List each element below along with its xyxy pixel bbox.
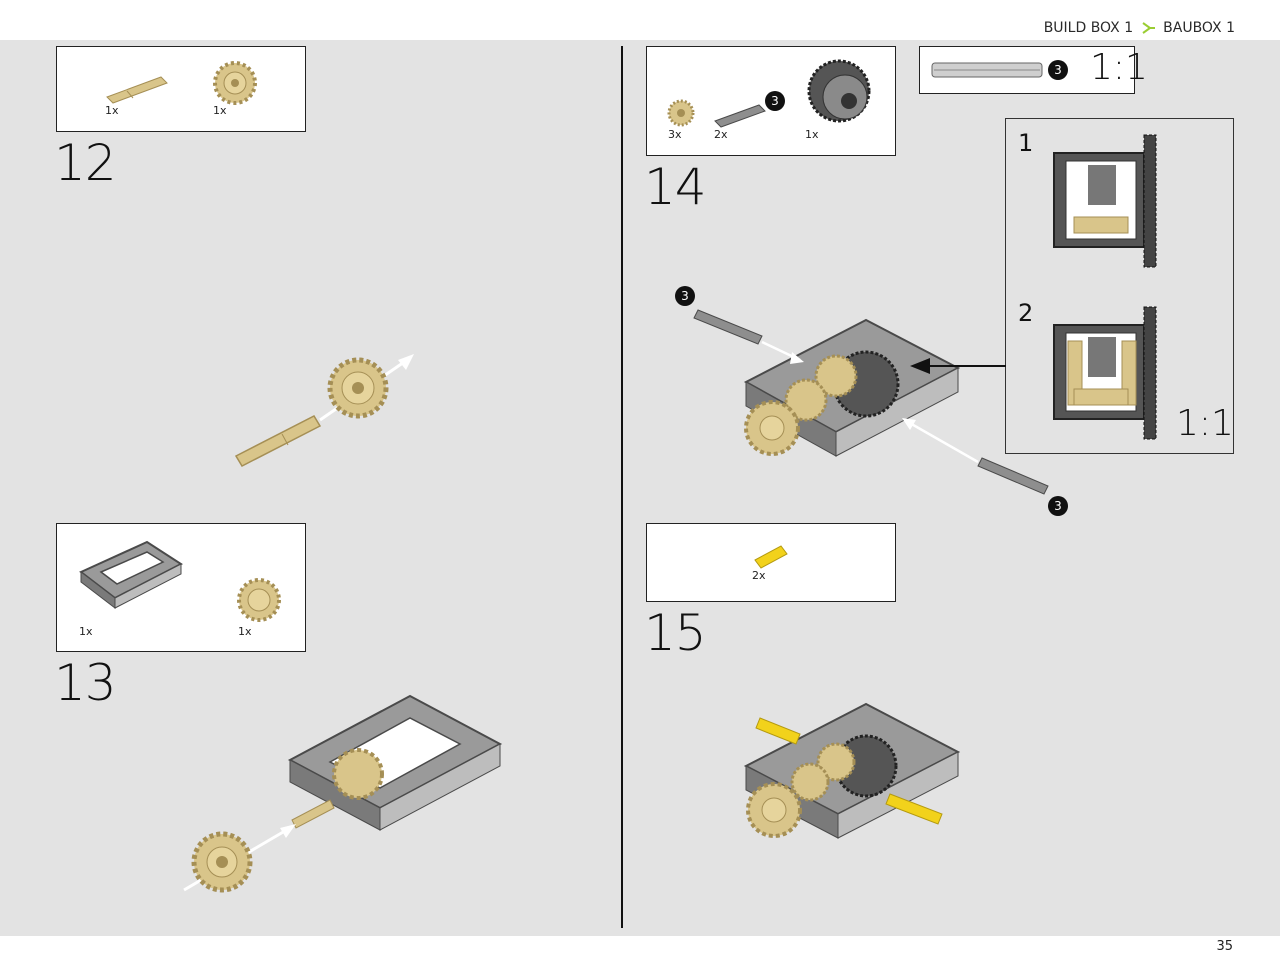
page-divider	[621, 46, 623, 928]
breadcrumb: BUILD BOX 1 BAUBOX 1	[1044, 20, 1235, 36]
footer-bar	[0, 936, 1280, 974]
step-number-14: 14	[644, 158, 707, 216]
differential-cutaway-1	[1053, 134, 1157, 268]
axle-length-badge: 3	[1048, 496, 1068, 516]
breadcrumb-baubox: BAUBOX 1	[1163, 20, 1235, 36]
parts-list-step-14: 3 3x 2x 1x	[646, 46, 896, 156]
bevel-gear-icon	[667, 99, 695, 127]
connector-yellow-icon	[754, 545, 788, 569]
length-reference-box: 3 1:1	[919, 46, 1148, 94]
breadcrumb-build-box: BUILD BOX 1	[1043, 20, 1134, 36]
part-qty: 3x	[668, 128, 682, 141]
gear-tan-icon	[237, 578, 281, 622]
detail-callout: 1 2 1:1	[1005, 118, 1234, 454]
axle-tan-icon	[106, 76, 168, 104]
axle-gray-icon	[931, 62, 1043, 78]
parts-list-step-12: 1x 1x	[56, 46, 306, 132]
step-13-illustration	[183, 694, 503, 893]
step-number-13: 13	[54, 654, 117, 712]
step-14-illustration	[693, 309, 1049, 495]
scale-label: 1:1	[1176, 403, 1234, 444]
parts-list-step-13: 1x 1x	[56, 523, 306, 652]
step-number-15: 15	[644, 604, 707, 662]
part-qty: 1x	[805, 128, 819, 141]
axle-length-badge: 3	[765, 91, 785, 111]
step-number-12: 12	[54, 134, 117, 192]
page-number: 35	[1216, 939, 1233, 954]
gear-tan-icon	[213, 61, 257, 105]
step-12-illustration	[234, 354, 414, 467]
axle-length-badge: 3	[675, 286, 695, 306]
scale-label: 1:1	[1090, 47, 1148, 88]
part-qty: 2x	[752, 569, 766, 582]
callout-substep-2: 2	[1018, 299, 1034, 327]
part-qty: 1x	[105, 104, 119, 117]
part-qty: 1x	[238, 625, 252, 638]
frame-gray-icon	[79, 540, 183, 610]
differential-cutaway-2	[1053, 306, 1157, 440]
part-qty: 2x	[714, 128, 728, 141]
part-qty: 1x	[213, 104, 227, 117]
axle-gray-icon	[714, 104, 766, 128]
chevron-right-icon	[1142, 22, 1156, 34]
differential-icon	[807, 59, 871, 123]
step-15-illustration	[743, 702, 961, 839]
parts-list-step-15: 2x	[646, 523, 896, 602]
header-bar	[0, 0, 1280, 40]
part-qty: 1x	[79, 625, 93, 638]
callout-substep-1: 1	[1018, 129, 1034, 157]
axle-length-badge: 3	[1048, 60, 1068, 80]
